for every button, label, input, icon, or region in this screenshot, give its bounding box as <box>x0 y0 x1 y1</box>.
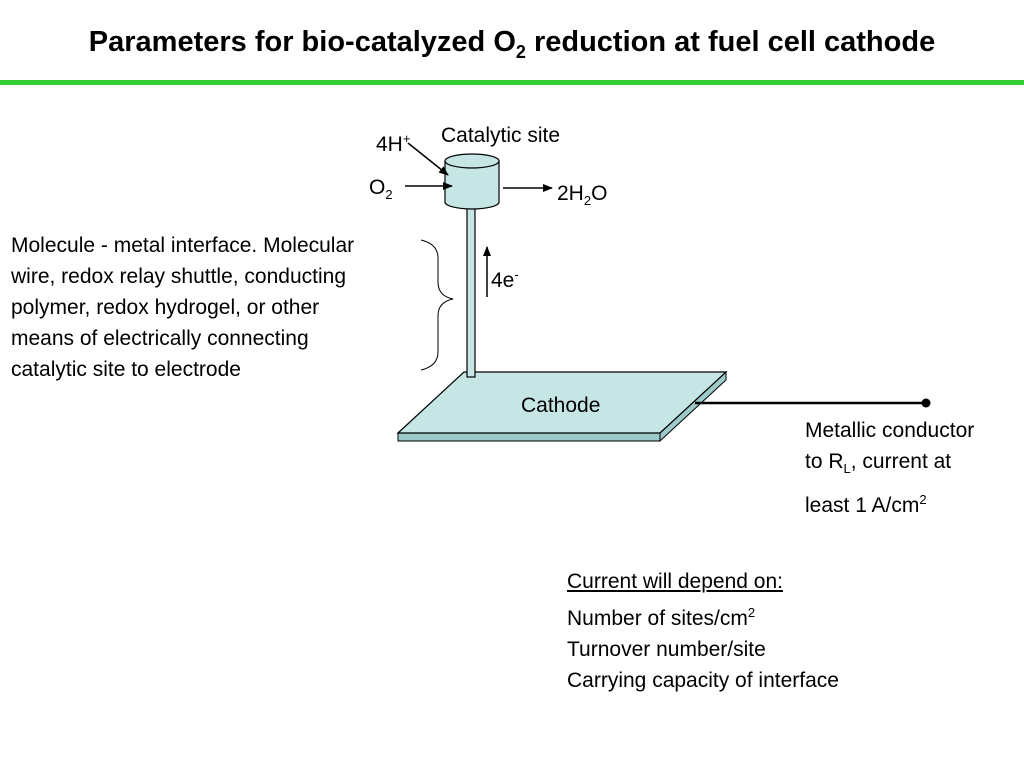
current-note-heading: Current will depend on: <box>567 570 783 593</box>
catalytic-site-cylinder <box>444 153 500 210</box>
current-note-item: Turnover number/site <box>567 638 766 661</box>
interface-brace <box>420 239 454 371</box>
catalytic-site-top <box>444 153 500 169</box>
label-electrons: 4e- <box>491 267 519 292</box>
conductor-note-line: Metallic conductor <box>805 419 975 442</box>
proton-arrow <box>407 142 449 176</box>
catalytic-site-body <box>444 160 500 210</box>
conductor-note-line: least 1 A/cm2 <box>805 492 927 518</box>
interface-note: Molecule - metal interface. Molecular wi… <box>11 230 354 385</box>
conductor-note-line: to RL, current at <box>805 450 952 477</box>
current-note: Current will depend on: Number of sites/… <box>567 566 839 696</box>
label-oxygen: O2 <box>369 176 393 203</box>
label-water: 2H2O <box>557 182 608 209</box>
cathode-plate-top <box>396 371 728 434</box>
conductor-note: Metallic conductor to RL, current at lea… <box>805 415 974 521</box>
cathode-plate <box>396 370 728 443</box>
current-note-item: Carrying capacity of interface <box>567 669 839 692</box>
label-cathode: Cathode <box>521 394 601 417</box>
interface-note-line: Molecule - metal interface. Molecular <box>11 234 355 257</box>
page-title: Parameters for bio-catalyzed O2 reductio… <box>88 26 936 62</box>
title-divider <box>0 80 1024 85</box>
interface-note-line: means of electrically connecting <box>11 327 309 350</box>
cathode-plate-side <box>397 432 661 442</box>
interface-note-line: catalytic site to electrode <box>11 358 241 381</box>
current-note-item: Number of sites/cm2 <box>567 605 756 630</box>
conductor-terminal-dot <box>921 398 931 408</box>
label-protons: 4H+ <box>376 131 411 156</box>
interface-note-line: wire, redox relay shuttle, conducting <box>11 265 347 288</box>
interface-note-line: polymer, redox hydrogel, or other <box>11 296 320 319</box>
interface-wire <box>466 205 476 378</box>
label-catalytic-site: Catalytic site <box>441 124 561 147</box>
